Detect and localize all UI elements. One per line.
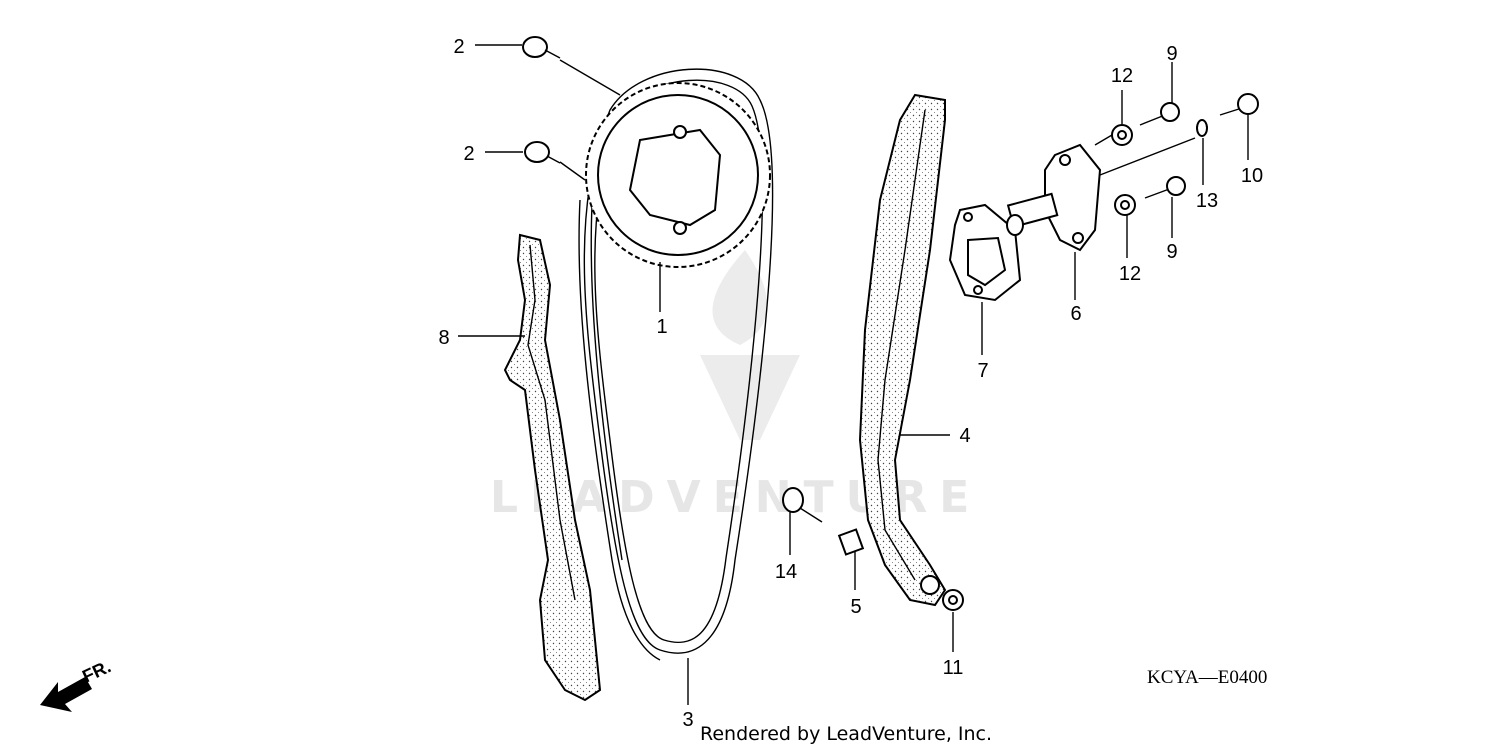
tensioner-lifter (1006, 143, 1102, 252)
bolt-2-top (522, 36, 561, 59)
callout-4: 4 (959, 425, 970, 447)
tensioner-gasket (948, 203, 1022, 302)
callout-2-top: 2 (453, 36, 464, 58)
callout-1: 1 (656, 316, 667, 338)
washer-12-top (1111, 124, 1133, 146)
collar-5 (837, 528, 865, 556)
cam-chain-guide (503, 233, 602, 702)
callout-3: 3 (682, 709, 693, 731)
bolt-2-bottom (524, 141, 561, 164)
credit-text: Rendered by LeadVenture, Inc. (700, 723, 992, 745)
callout-2-bottom: 2 (463, 143, 474, 165)
front-direction-arrow-icon: FR. (40, 656, 114, 712)
washer-11 (942, 589, 964, 611)
callout-13: 13 (1196, 190, 1218, 212)
callout-9-top: 9 (1166, 43, 1177, 65)
callout-12-bottom: 12 (1119, 263, 1141, 285)
bolt-9-bottom (1144, 176, 1186, 199)
bolt-10 (1219, 93, 1259, 116)
diagram-code: KCYA—E0400 (1147, 667, 1267, 688)
callout-12-top: 12 (1111, 65, 1133, 87)
washer-13 (1196, 119, 1208, 137)
callout-11: 11 (943, 657, 964, 679)
tensioner-arm (858, 93, 947, 607)
washer-12-bottom (1114, 194, 1136, 216)
bolt-14 (782, 487, 823, 523)
callout-10: 10 (1241, 165, 1263, 187)
callout-7: 7 (977, 360, 988, 382)
cam-sprocket (585, 82, 771, 268)
cam-chain (578, 68, 774, 661)
callout-8: 8 (438, 327, 449, 349)
watermark-logo (700, 250, 800, 440)
callout-5: 5 (850, 596, 861, 618)
leader-lines (458, 44, 1249, 705)
callout-6: 6 (1070, 303, 1081, 325)
callout-9-bottom: 9 (1166, 241, 1177, 263)
bolt-9-top (1139, 102, 1180, 126)
callout-14: 14 (775, 561, 797, 583)
